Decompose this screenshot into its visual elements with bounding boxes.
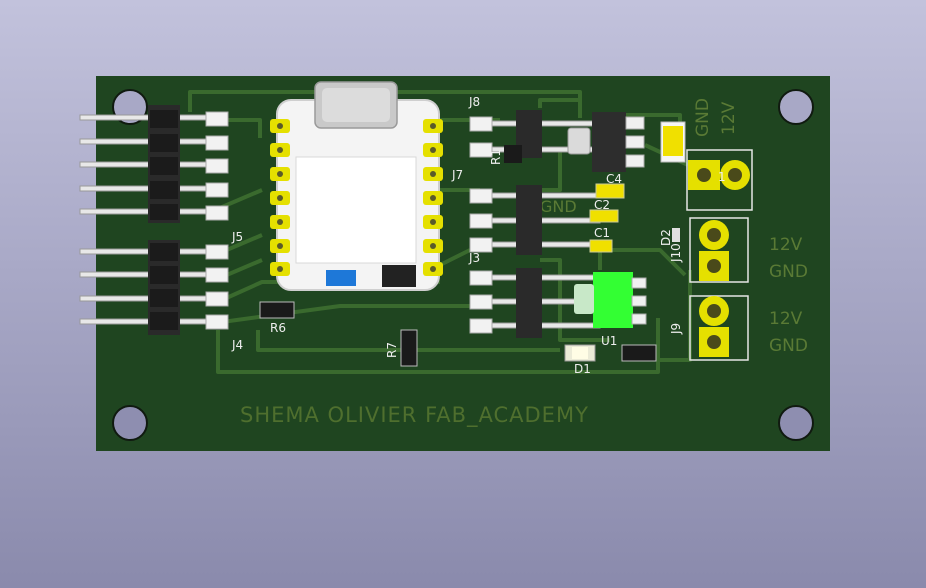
power-labels: GND 12V 12V GND 12V GND [693,98,808,356]
header-j8[interactable] [469,110,601,158]
status-led-blue [326,270,356,286]
header-j3[interactable] [469,268,601,338]
component-u1 [574,272,647,328]
header-j5[interactable] [79,105,229,223]
terminal-mid[interactable] [689,217,749,283]
ref-j4: J4 [231,338,243,352]
ref-c1: C1 [594,226,610,240]
label-bot-12v: 12V [769,309,803,329]
mounting-hole-top-right [779,90,813,124]
label-mid-12v: 12V [769,235,803,255]
ref-j5: J5 [231,230,243,244]
ref-r6: R6 [270,321,286,335]
capacitor-c4 [595,183,625,199]
reset-button[interactable] [382,265,416,287]
capacitors [589,121,686,253]
mounting-hole-bottom-right [779,406,813,440]
label-mid-gnd: GND [769,262,808,282]
label-bot-gnd: GND [769,336,808,356]
xiao-module [276,81,440,291]
capacitor-c2 [589,209,619,223]
diode-bottom [621,344,657,362]
resistor-r6 [259,301,295,319]
voltage-regulator [567,112,645,172]
ref-j8: J8 [468,95,480,109]
terminal-j10[interactable] [686,149,753,211]
header-j4[interactable] [79,240,229,335]
resistor-r7 [400,329,418,367]
ref-j3: J3 [468,251,480,265]
terminal-j9[interactable] [689,295,749,361]
board-title: SHEMA OLIVIER FAB_ACADEMY [240,403,589,428]
ref-j7: J7 [451,168,463,182]
label-gnd-hidden: GND [540,197,577,216]
ref-j9: J9 [669,323,683,335]
ref-d1: D1 [574,362,591,376]
xiao-pad-holes [277,123,436,272]
ref-u1: U1 [601,334,617,348]
ref-c2: C2 [594,198,610,212]
pin-1-label: 1 [718,170,726,184]
reference-labels: J8 J7 J3 J5 J4 R6 R7 R1 C4 C2 C1 D1 U1 D… [231,95,726,376]
ref-r1: R1 [489,149,503,165]
ref-d2: D2 [659,229,673,246]
mounting-hole-bottom-left [113,406,147,440]
header-j7[interactable] [469,185,601,255]
label-top-gnd: GND [693,98,713,137]
ref-r7: R7 [385,342,399,358]
diode-d2 [672,228,680,242]
copper-labels: GND [540,197,577,216]
label-top-12v: 12V [719,101,739,135]
ref-c4: C4 [606,172,622,186]
resistor-r1 [504,145,522,163]
ref-j10: J10 [669,243,683,263]
capacitor-c1 [589,239,613,253]
